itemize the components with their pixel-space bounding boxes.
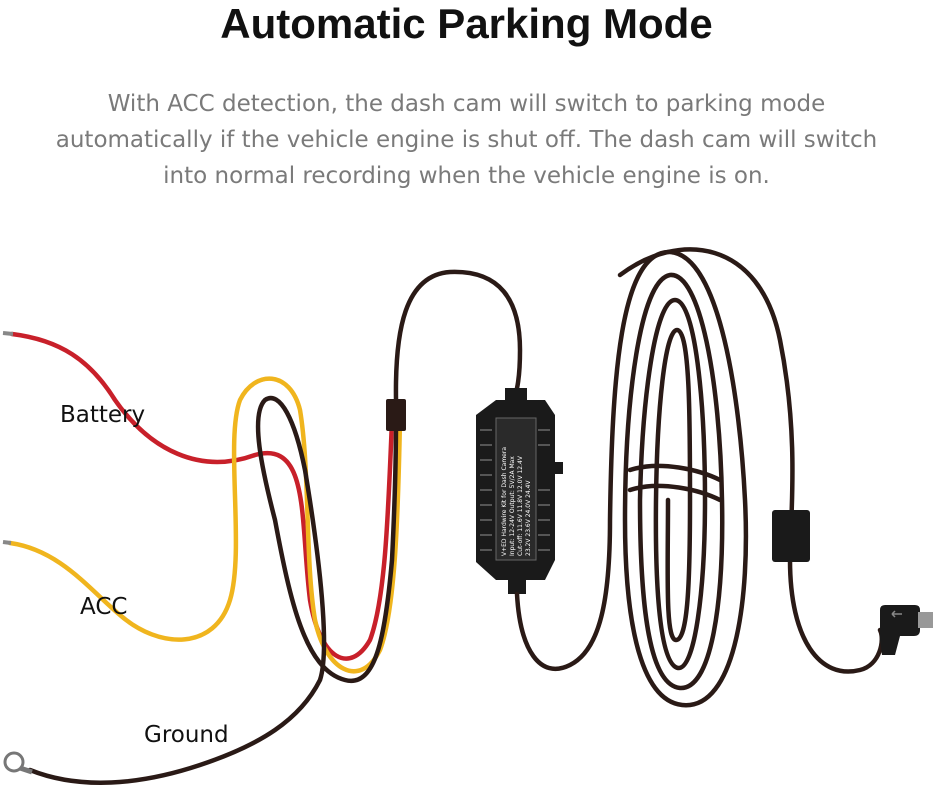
battery-label: Battery <box>60 402 145 428</box>
usb-connector-icon <box>880 605 933 655</box>
ground-wire <box>27 396 399 785</box>
wire-joint-connector <box>386 399 406 431</box>
page-description: With ACC detection, the dash cam will sw… <box>55 91 878 189</box>
page-title: Automatic Parking Mode <box>220 0 713 47</box>
input-cable <box>393 269 523 402</box>
coiled-output-cable <box>514 247 885 708</box>
module-spec-line-4: 23.2V 23.6V 24.0V 24.4V <box>525 480 532 556</box>
ground-ring-terminal-icon <box>3 751 33 775</box>
module-spec-line-2: Input: 12-24V Output: 5V/2A Max <box>509 456 516 556</box>
acc-label: ACC <box>80 594 127 620</box>
hardwire-module: V+ED Hardwire Kit for Dash Camera Input:… <box>476 388 563 594</box>
module-spec-line-1: V+ED Hardwire Kit for Dash Camera <box>501 447 508 556</box>
ferrite-choke <box>772 510 810 562</box>
ground-label: Ground <box>144 722 229 748</box>
battery-wire <box>2 331 395 661</box>
module-spec-line-3: Cut-off: 11.6V 11.8V 12.0V 12.4V <box>517 455 524 556</box>
